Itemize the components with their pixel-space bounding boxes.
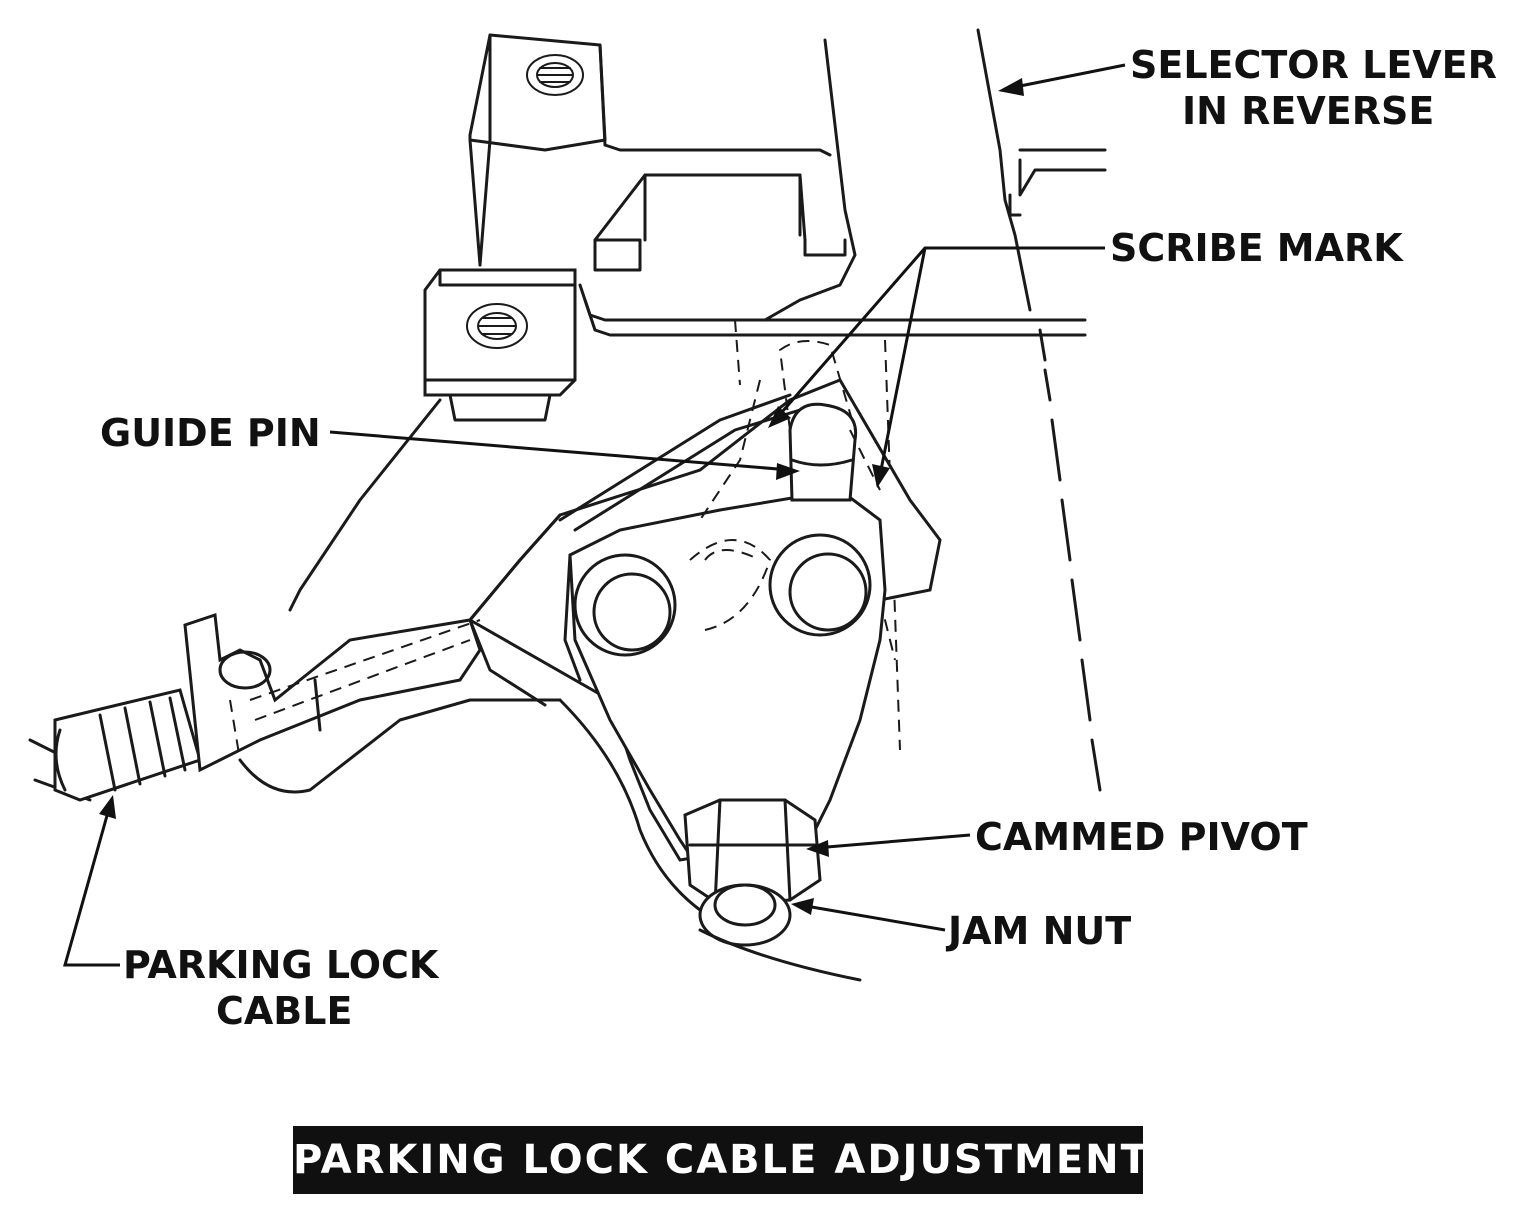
lever-arm xyxy=(467,319,942,872)
figure-caption: PARKING LOCK CABLE ADJUSTMENT xyxy=(293,1126,1148,1194)
selector-lever-label: SELECTOR LEVER IN REVERSE xyxy=(1130,42,1497,134)
transmission-housing xyxy=(423,28,1107,422)
jam-nut-label: JAM NUT xyxy=(948,909,1132,953)
parking-lock-cable xyxy=(28,612,562,802)
parking-lock-cable-label-line2: CABLE xyxy=(216,989,353,1033)
guide-pin-label: GUIDE PIN xyxy=(100,411,321,455)
parking-lock-cable-label-line1: PARKING LOCK xyxy=(123,943,439,987)
selector-lever-label-line2: IN REVERSE xyxy=(1182,89,1435,133)
cammed-pivot-label: CAMMED PIVOT xyxy=(975,815,1308,859)
leader-lines xyxy=(63,63,1126,967)
selector-lever-label-line1: SELECTOR LEVER xyxy=(1130,43,1497,87)
parking-lock-cable-label: PARKING LOCK CABLE xyxy=(123,942,438,1034)
cammed-pivot xyxy=(558,698,862,982)
scribe-mark-label: SCRIBE MARK xyxy=(1110,226,1403,270)
